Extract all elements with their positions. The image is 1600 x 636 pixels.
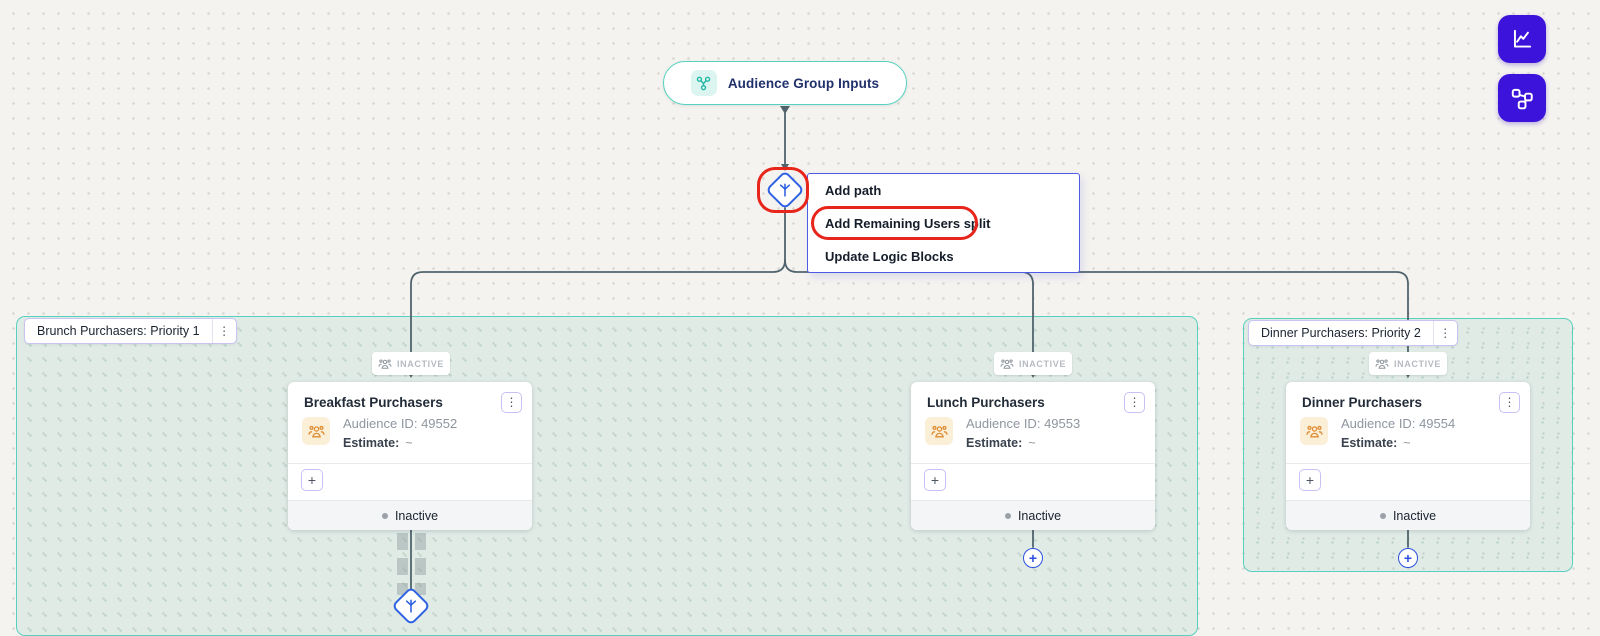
- group-label-dinner[interactable]: Dinner Purchasers: Priority 2 ⋮: [1248, 320, 1458, 346]
- branch-split-icon: [779, 183, 791, 197]
- connector-status-badge: INACTIVE: [372, 352, 450, 375]
- badge-label: INACTIVE: [1393, 358, 1442, 369]
- kebab-menu-icon[interactable]: ⋮: [211, 319, 236, 343]
- audience-id-label: Audience ID:: [1341, 416, 1416, 431]
- add-component-button[interactable]: +: [1299, 469, 1321, 491]
- group-label-brunch[interactable]: Brunch Purchasers: Priority 1 ⋮: [24, 318, 237, 344]
- branch-split-icon: [405, 599, 417, 613]
- audience-id-value: 49554: [1419, 416, 1456, 431]
- card-dinner-purchasers[interactable]: Dinner Purchasers ⋮ Audience ID: 49554 E…: [1286, 382, 1530, 530]
- card-status-bar: Inactive: [911, 500, 1155, 530]
- audience-people-icon: [302, 417, 330, 445]
- people-icon: [378, 358, 392, 369]
- entry-node-audience-group-inputs[interactable]: Audience Group Inputs: [663, 61, 907, 105]
- entry-node-label: Audience Group Inputs: [727, 75, 880, 91]
- kebab-menu-icon[interactable]: ⋮: [501, 391, 522, 413]
- estimate-label: Estimate:: [1341, 436, 1398, 450]
- estimate-value: ~: [405, 436, 413, 450]
- menu-item-update-logic-blocks[interactable]: Update Logic Blocks: [825, 249, 954, 264]
- people-icon: [1375, 358, 1389, 369]
- card-title: Breakfast Purchasers: [304, 394, 443, 410]
- people-icon: [1000, 358, 1014, 369]
- badge-label: INACTIVE: [1018, 358, 1067, 369]
- audience-people-icon: [1300, 417, 1328, 445]
- status-text: Inactive: [394, 508, 439, 523]
- card-status-bar: Inactive: [288, 500, 532, 530]
- status-dot-icon: [381, 512, 388, 519]
- estimate-value: ~: [1028, 436, 1036, 450]
- card-title: Lunch Purchasers: [927, 394, 1045, 410]
- card-breakfast-purchasers[interactable]: Breakfast Purchasers ⋮ Audience ID: 4955…: [288, 382, 532, 530]
- audience-id-label: Audience ID:: [343, 416, 418, 431]
- card-title: Dinner Purchasers: [1302, 394, 1423, 410]
- card-status-bar: Inactive: [1286, 500, 1530, 530]
- audience-people-icon: [925, 417, 953, 445]
- add-step-button[interactable]: +: [1023, 548, 1043, 568]
- estimate-label: Estimate:: [966, 436, 1023, 450]
- status-text: Inactive: [1392, 508, 1437, 523]
- kebab-menu-icon[interactable]: ⋮: [1124, 391, 1145, 413]
- add-step-button[interactable]: +: [1398, 548, 1418, 568]
- workflow-view-button[interactable]: [1498, 74, 1546, 122]
- workflow-icon: [1511, 88, 1533, 110]
- audience-group-icon: [690, 70, 717, 96]
- line-chart-icon: [1513, 29, 1532, 48]
- card-lunch-purchasers[interactable]: Lunch Purchasers ⋮ Audience ID: 49553 Es…: [911, 382, 1155, 530]
- split-node-context-menu: Add path Add Remaining Users split Updat…: [807, 173, 1080, 273]
- split-node[interactable]: [765, 170, 805, 210]
- drop-zone-indicator[interactable]: [415, 533, 426, 595]
- group-label-text: Brunch Purchasers: Priority 1: [37, 324, 200, 338]
- connector-status-badge: INACTIVE: [994, 352, 1072, 375]
- estimate-value: ~: [1403, 436, 1411, 450]
- badge-label: INACTIVE: [396, 358, 445, 369]
- drop-zone-indicator[interactable]: [397, 533, 408, 595]
- add-component-button[interactable]: +: [301, 469, 323, 491]
- menu-item-add-path[interactable]: Add path: [825, 183, 882, 198]
- audience-id-label: Audience ID:: [966, 416, 1041, 431]
- estimate-label: Estimate:: [343, 436, 400, 450]
- menu-item-add-remaining-users-split[interactable]: Add Remaining Users split: [825, 216, 991, 231]
- kebab-menu-icon[interactable]: ⋮: [1499, 391, 1520, 413]
- audience-id-value: 49552: [421, 416, 458, 431]
- status-dot-icon: [1379, 512, 1386, 519]
- status-text: Inactive: [1017, 508, 1062, 523]
- split-node-bottom[interactable]: [391, 586, 431, 626]
- analytics-view-button[interactable]: [1498, 15, 1546, 63]
- add-component-button[interactable]: +: [924, 469, 946, 491]
- status-dot-icon: [1004, 512, 1011, 519]
- audience-id-value: 49553: [1044, 416, 1081, 431]
- kebab-menu-icon[interactable]: ⋮: [1432, 321, 1457, 345]
- connector-status-badge: INACTIVE: [1369, 352, 1447, 375]
- group-label-text: Dinner Purchasers: Priority 2: [1261, 326, 1421, 340]
